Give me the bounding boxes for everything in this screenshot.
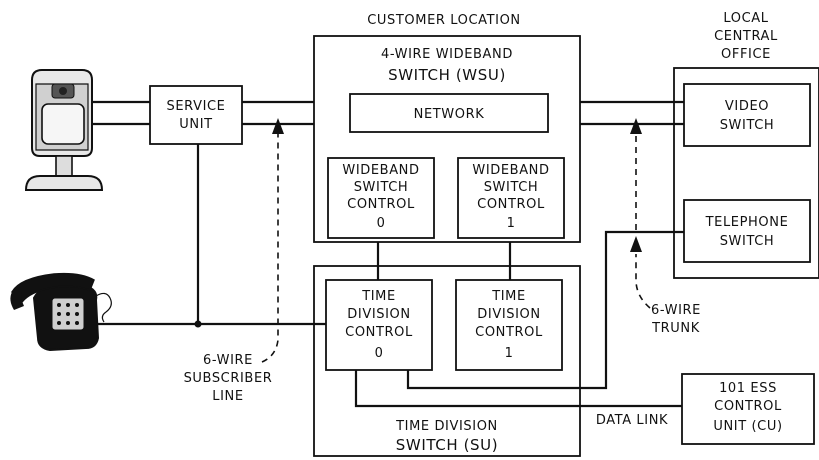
- svg-text:CONTROL: CONTROL: [345, 325, 413, 340]
- telephone-set-icon: [10, 272, 112, 352]
- ess-cu-box: [681, 373, 815, 445]
- tdc0-box: [325, 279, 433, 371]
- tdc0-label: TIME DIVISION CONTROL 0: [345, 289, 413, 361]
- svg-text:SERVICE: SERVICE: [166, 99, 225, 114]
- service-unit-box: [149, 85, 243, 145]
- central-office-label: LOCAL CENTRAL OFFICE: [714, 11, 778, 62]
- svg-text:CONTROL: CONTROL: [477, 197, 545, 212]
- data-link-label: DATA LINK: [596, 413, 668, 428]
- svg-text:SWITCH (SU): SWITCH (SU): [396, 436, 498, 454]
- svg-text:SWITCH: SWITCH: [484, 180, 539, 195]
- svg-text:DIVISION: DIVISION: [477, 307, 540, 322]
- svg-text:SWITCH (WSU): SWITCH (WSU): [388, 66, 506, 84]
- wsc0-label: WIDEBAND SWITCH CONTROL 0: [342, 163, 419, 231]
- service-unit-label: SERVICE UNIT: [166, 99, 225, 132]
- svg-text:CONTROL: CONTROL: [347, 197, 415, 212]
- svg-text:SWITCH: SWITCH: [720, 118, 775, 133]
- telephone-switch-box: [683, 199, 811, 263]
- svg-text:TELEPHONE: TELEPHONE: [705, 215, 789, 230]
- telephone-switch-label: TELEPHONE SWITCH: [705, 215, 789, 249]
- su-title: TIME DIVISION SWITCH (SU): [395, 419, 498, 454]
- svg-text:1: 1: [505, 346, 514, 361]
- svg-text:OFFICE: OFFICE: [721, 47, 771, 62]
- svg-text:4-WIRE WIDEBAND: 4-WIRE WIDEBAND: [381, 47, 513, 62]
- svg-text:1: 1: [507, 216, 516, 231]
- wsc0-box: [327, 157, 435, 239]
- svg-text:DIVISION: DIVISION: [347, 307, 410, 322]
- svg-text:TRUNK: TRUNK: [651, 321, 700, 336]
- svg-text:LINE: LINE: [212, 389, 243, 404]
- svg-text:TIME: TIME: [491, 289, 526, 304]
- svg-text:SWITCH: SWITCH: [720, 234, 775, 249]
- wsc1-box: [457, 157, 565, 239]
- svg-text:0: 0: [377, 216, 386, 231]
- video-switch-box: [683, 83, 811, 147]
- wsc1-label: WIDEBAND SWITCH CONTROL 1: [472, 163, 549, 231]
- network-box: [349, 93, 549, 133]
- network-label: NETWORK: [414, 107, 485, 122]
- su-enclosure: [313, 265, 581, 457]
- ess-cu-label: 101 ESS CONTROL UNIT (CU): [713, 381, 782, 434]
- svg-text:6-WIRE: 6-WIRE: [651, 303, 701, 318]
- dashed-arrows: [261, 118, 651, 363]
- svg-text:101 ESS: 101 ESS: [719, 381, 777, 396]
- svg-text:WIDEBAND: WIDEBAND: [342, 163, 419, 178]
- video-switch-label: VIDEO SWITCH: [720, 99, 775, 133]
- wsu-title: 4-WIRE WIDEBAND SWITCH (WSU): [381, 47, 513, 84]
- svg-text:6-WIRE: 6-WIRE: [203, 353, 253, 368]
- svg-text:TIME DIVISION: TIME DIVISION: [395, 419, 498, 434]
- customer-location-label: CUSTOMER LOCATION: [367, 13, 521, 28]
- tdc1-box: [455, 279, 563, 371]
- svg-text:CONTROL: CONTROL: [475, 325, 543, 340]
- svg-text:SWITCH: SWITCH: [354, 180, 409, 195]
- svg-text:TIME: TIME: [361, 289, 396, 304]
- trunk-label: 6-WIRE TRUNK: [651, 303, 701, 336]
- svg-text:UNIT (CU): UNIT (CU): [713, 419, 782, 434]
- svg-text:VIDEO: VIDEO: [725, 99, 769, 114]
- svg-text:LOCAL: LOCAL: [723, 11, 768, 26]
- svg-text:WIDEBAND: WIDEBAND: [472, 163, 549, 178]
- svg-text:CONTROL: CONTROL: [714, 399, 782, 414]
- svg-text:CENTRAL: CENTRAL: [714, 29, 778, 44]
- central-office-enclosure: [673, 67, 819, 279]
- tdc1-label: TIME DIVISION CONTROL 1: [475, 289, 543, 361]
- videophone-terminal-icon: [24, 69, 104, 191]
- svg-text:0: 0: [375, 346, 384, 361]
- subscriber-line-label: 6-WIRE SUBSCRIBER LINE: [184, 353, 273, 404]
- svg-text:SUBSCRIBER: SUBSCRIBER: [184, 371, 273, 386]
- svg-text:UNIT: UNIT: [179, 117, 212, 132]
